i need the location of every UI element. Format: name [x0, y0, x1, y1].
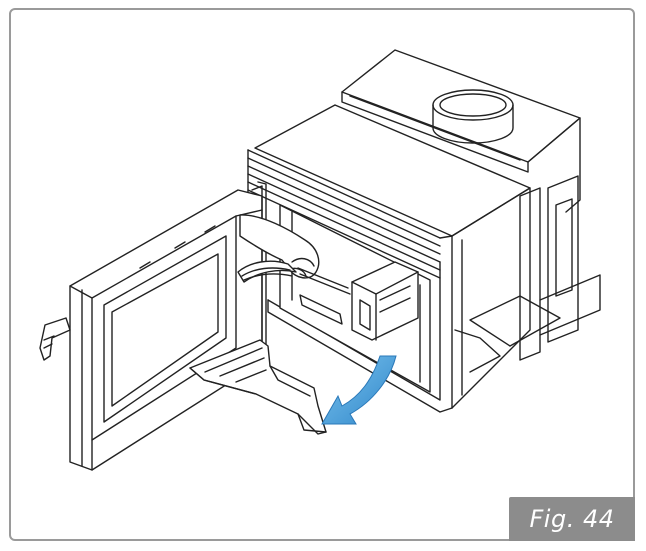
open-door	[69, 181, 267, 471]
hand-icon	[237, 214, 351, 295]
curved-arrow-icon	[321, 355, 397, 425]
removed-grate	[189, 339, 327, 435]
flue-collar	[432, 89, 514, 144]
figure-label-text: Fig. 44	[529, 505, 615, 533]
door-handle	[39, 317, 71, 361]
firebox-opening	[279, 204, 431, 393]
figure-label: Fig. 44	[509, 497, 635, 541]
